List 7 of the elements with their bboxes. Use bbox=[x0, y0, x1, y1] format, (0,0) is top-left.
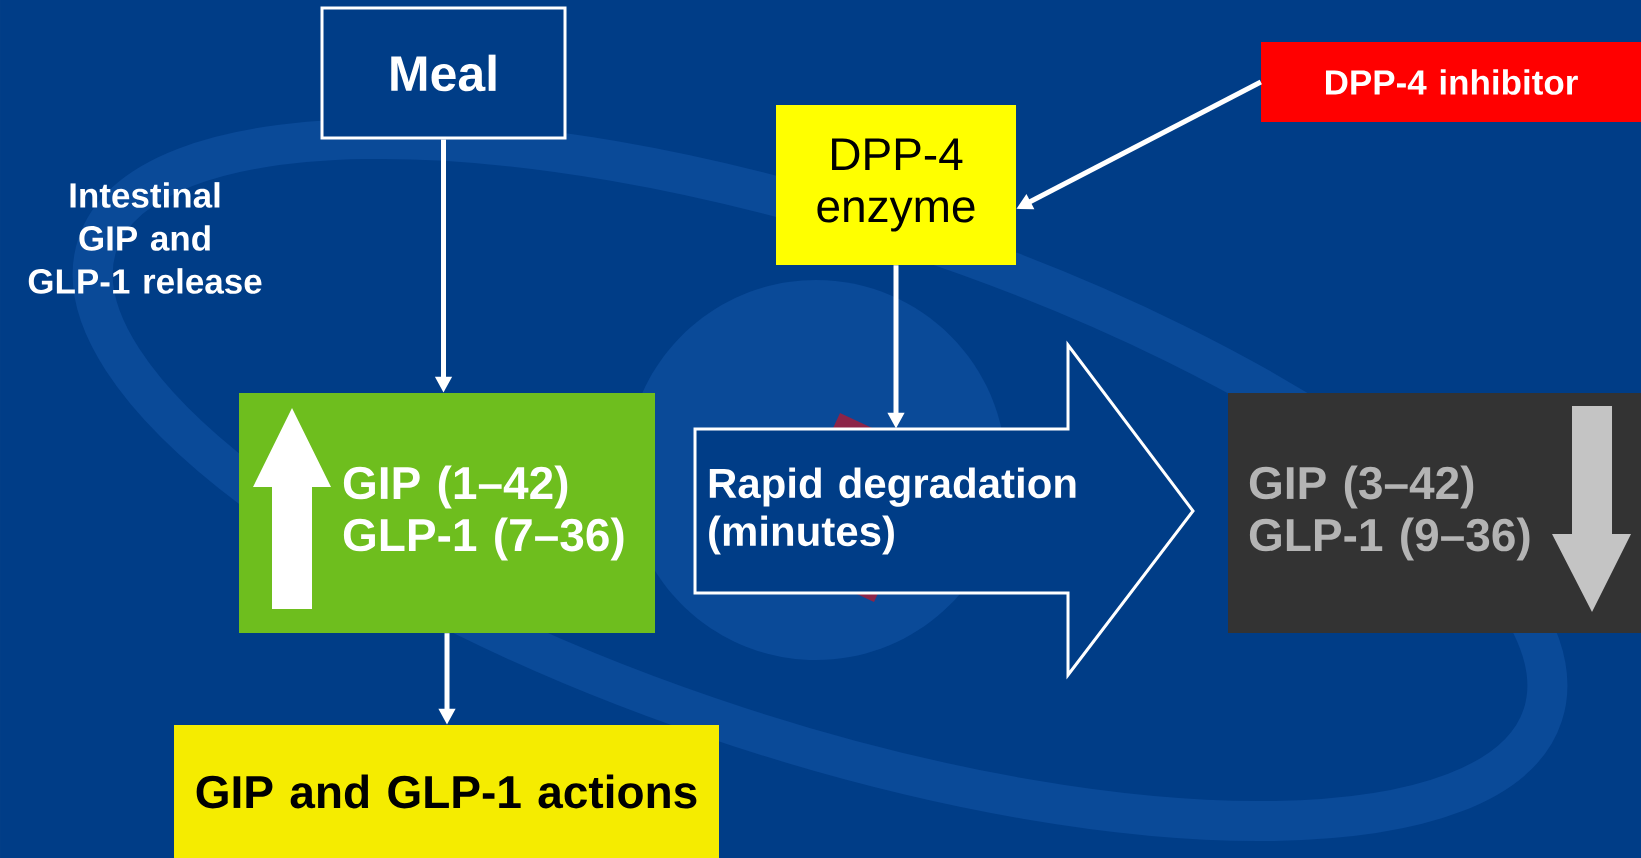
metabolite-box: GIP (3–42) GLP-1 (9–36) bbox=[1228, 393, 1641, 633]
action-box: GIP and GLP-1 actions bbox=[174, 725, 719, 858]
meal-box: Meal bbox=[320, 6, 567, 140]
side-note: Intestinal GIP and GLP-1 release bbox=[28, 182, 262, 294]
hormone-box: GIP (1–42) GLP-1 (7–36) bbox=[239, 393, 655, 633]
enzyme-box: DPP-4 enzyme bbox=[776, 105, 1016, 265]
inhibitor-box: DPP-4 inhibitor bbox=[1261, 42, 1641, 122]
